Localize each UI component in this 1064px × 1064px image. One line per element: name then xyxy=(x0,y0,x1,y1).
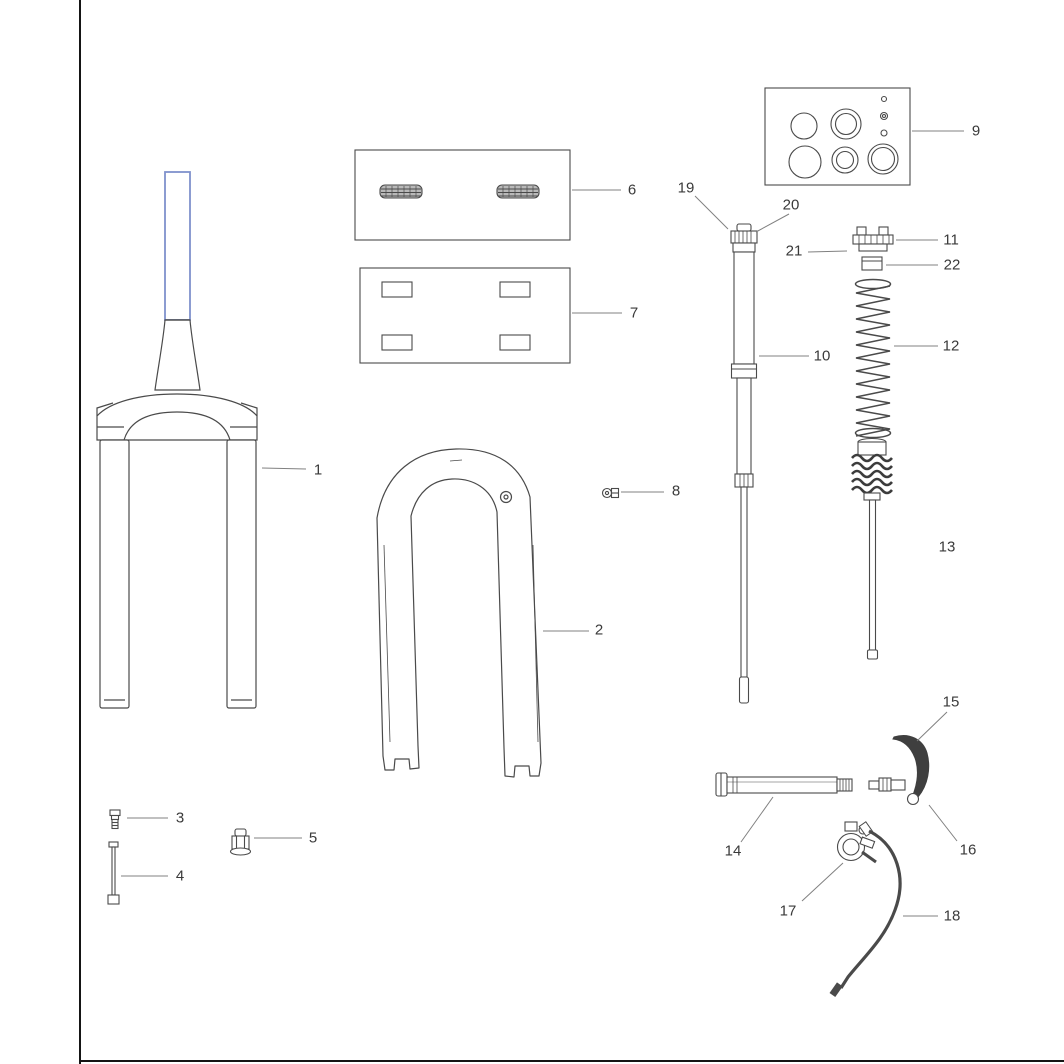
part-label-10: 10 xyxy=(813,347,831,365)
part-2-lower-legs-drawing xyxy=(376,448,542,778)
part-label-12: 12 xyxy=(942,337,960,355)
part-9-seal-kit-drawing xyxy=(764,87,911,186)
leader-line-19 xyxy=(694,195,729,230)
part-label-13: 13 xyxy=(938,538,956,556)
part-label-6: 6 xyxy=(627,181,637,199)
part-label-3: 3 xyxy=(175,809,185,827)
part-6-foam-ring-kit-drawing xyxy=(354,149,571,241)
part-22-spacer-drawing xyxy=(861,256,883,271)
leader-line-20 xyxy=(755,213,790,233)
part-13-shaft-assembly-drawing xyxy=(851,437,893,660)
page-border-left xyxy=(79,0,81,1064)
page-border-bottom xyxy=(79,1060,1064,1062)
part-10-damper-drawing xyxy=(730,223,758,704)
leader-lines xyxy=(121,130,964,917)
part-11-spring-topcap-drawing xyxy=(852,226,894,252)
part-15-qr-lever-drawing xyxy=(892,735,930,806)
part-label-2: 2 xyxy=(594,621,604,639)
part-14-axle-drawing xyxy=(715,772,853,797)
part-label-9: 9 xyxy=(971,122,981,140)
part-label-18: 18 xyxy=(943,907,961,925)
part-label-22: 22 xyxy=(943,256,961,274)
part-12-coil-spring-drawing xyxy=(854,278,892,439)
leader-line-17 xyxy=(801,862,844,902)
part-label-11: 11 xyxy=(943,231,959,249)
part-label-7: 7 xyxy=(629,304,639,322)
leader-line-21 xyxy=(807,250,848,253)
part-5-valve-drawing xyxy=(229,828,252,856)
part-label-21: 21 xyxy=(785,242,803,260)
leader-line-1 xyxy=(261,467,307,470)
part-16-axle-end-drawing xyxy=(868,777,906,792)
part-label-14: 14 xyxy=(724,842,742,860)
part-label-20: 20 xyxy=(782,196,800,214)
part-label-8: 8 xyxy=(671,482,681,500)
leader-line-16 xyxy=(928,804,958,842)
leader-line-14 xyxy=(740,796,774,843)
part-8-clip-drawing xyxy=(601,487,620,499)
part-label-19: 19 xyxy=(677,179,695,197)
part-label-4: 4 xyxy=(175,867,185,885)
leader-line-15 xyxy=(916,711,948,742)
part-3-bolt-drawing xyxy=(109,809,121,830)
part-label-5: 5 xyxy=(308,829,318,847)
part-label-1: 1 xyxy=(313,461,323,479)
part-label-15: 15 xyxy=(942,693,960,711)
part-label-16: 16 xyxy=(959,841,977,859)
part-18-cable-drawing xyxy=(829,821,902,998)
part-7-pad-kit-drawing xyxy=(359,267,571,364)
part-4-shaft-bolt-drawing xyxy=(107,841,120,905)
part-label-17: 17 xyxy=(779,902,797,920)
part-17-remote-clamp-drawing xyxy=(836,821,877,864)
part-1-crown-steerer-drawing xyxy=(96,171,258,709)
